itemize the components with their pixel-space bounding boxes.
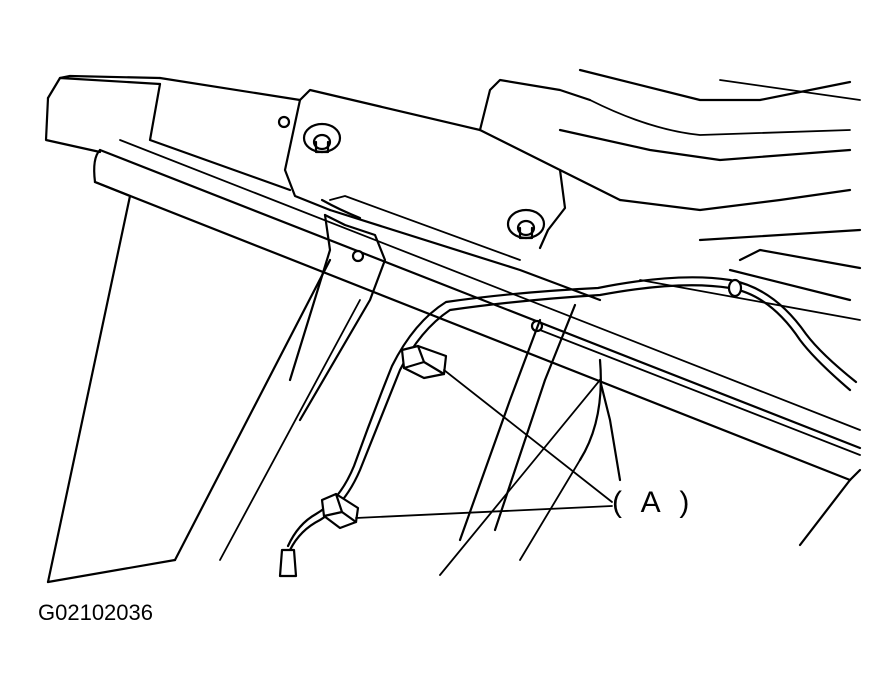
bolt-left bbox=[302, 122, 342, 154]
frame-rail bbox=[44, 74, 862, 482]
figure-id: G02102036 bbox=[38, 600, 153, 625]
crossmember bbox=[288, 213, 622, 576]
right-lower-panel bbox=[519, 358, 852, 561]
callout-a-label: ( A ) bbox=[612, 486, 696, 519]
clamp-lower bbox=[320, 492, 360, 530]
wiring-harness bbox=[286, 198, 858, 552]
connector-plug bbox=[278, 548, 298, 578]
callout-leaders bbox=[355, 369, 613, 519]
clamp-upper bbox=[400, 344, 448, 380]
upper-right-structure bbox=[478, 68, 862, 321]
bolt-right bbox=[506, 208, 546, 240]
lower-body-panel bbox=[46, 194, 361, 584]
